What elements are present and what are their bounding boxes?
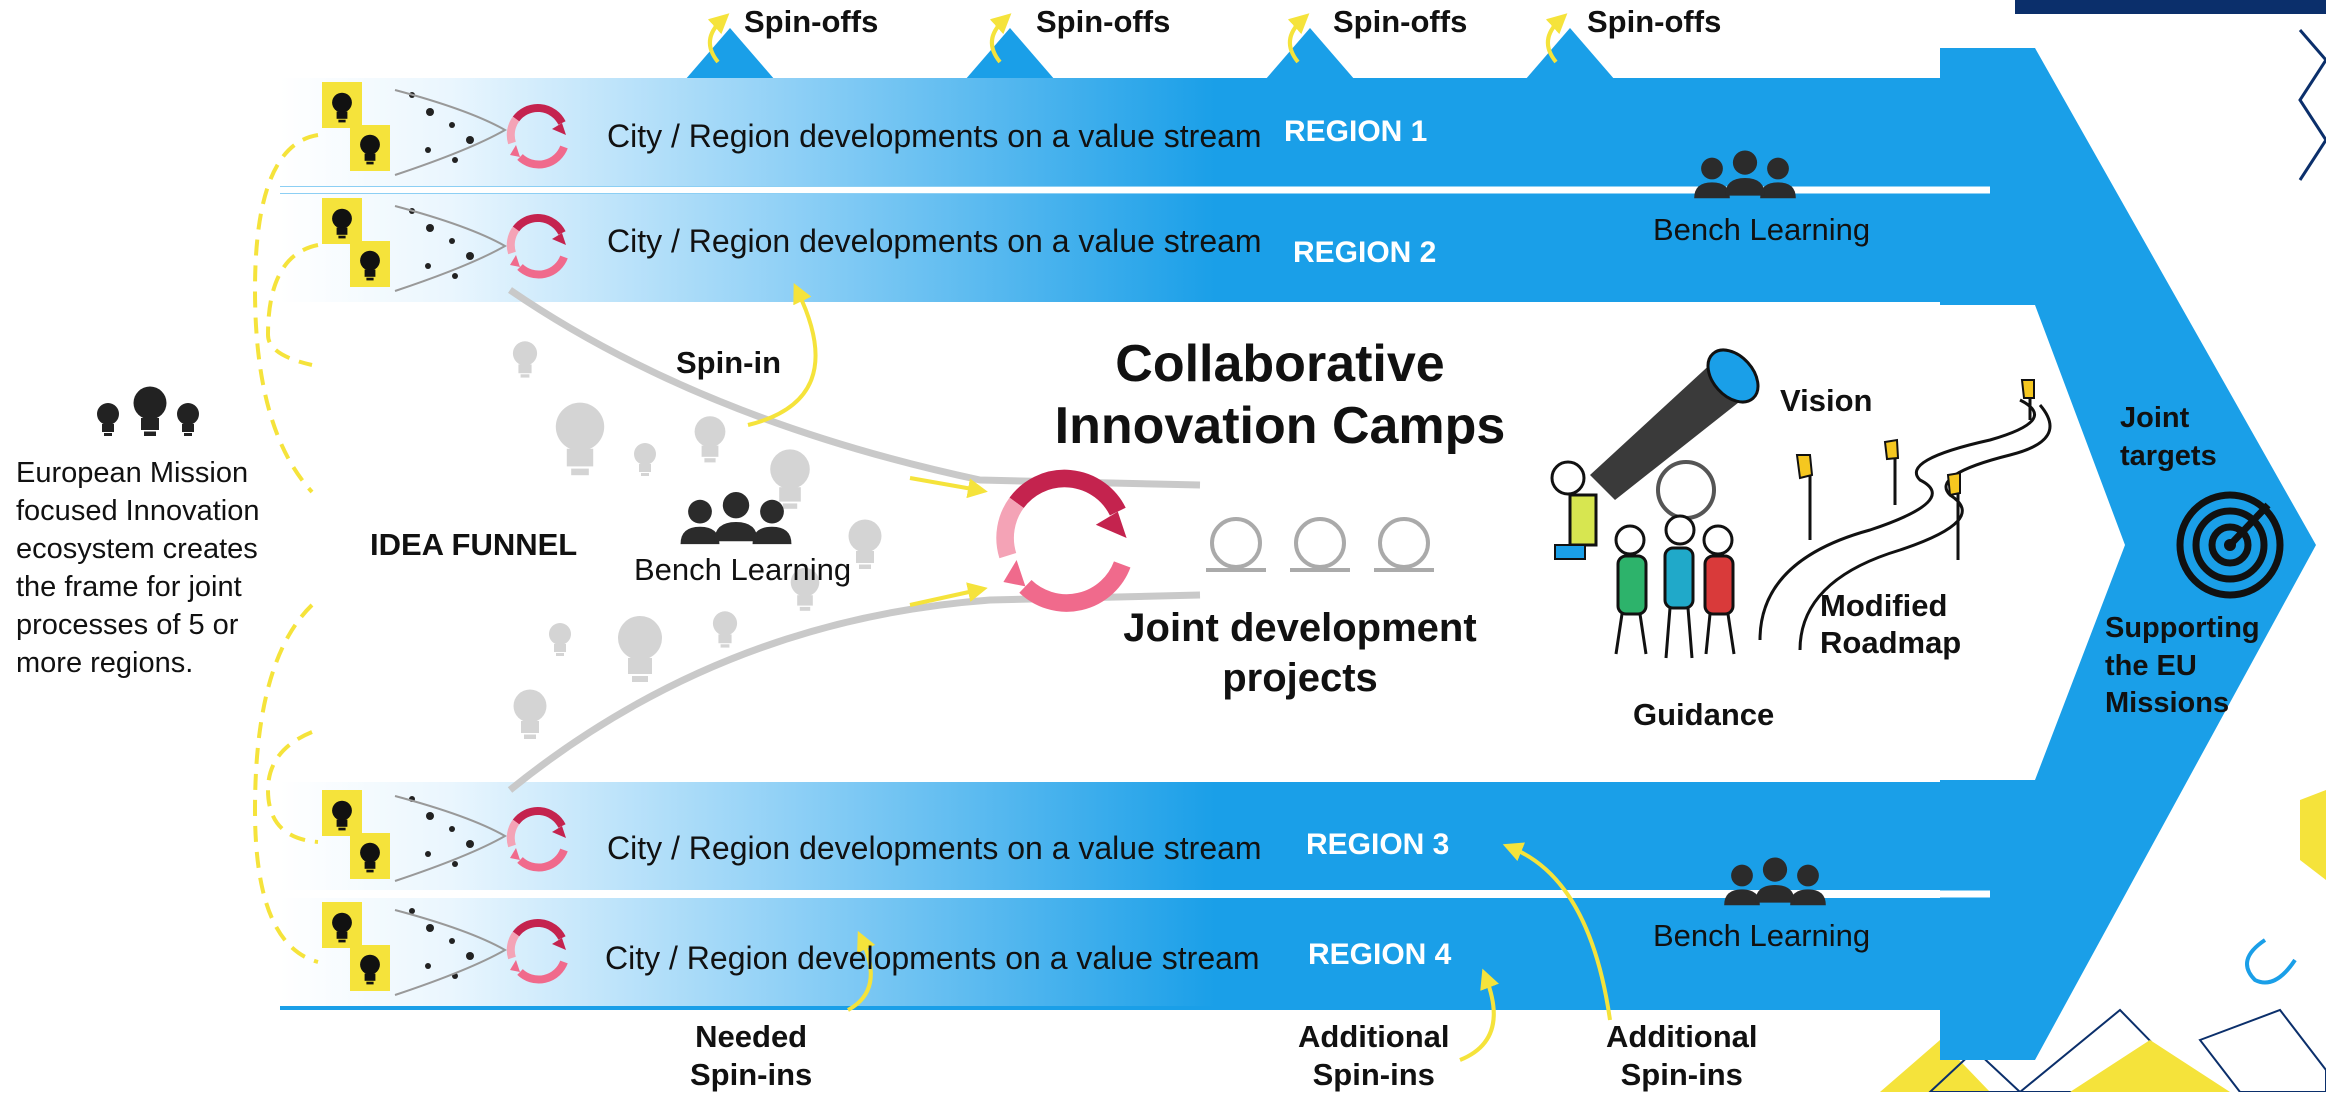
- stream-text-region-2: City / Region developments on a value st…: [607, 223, 1262, 259]
- bench-learning-label-middle: Bench Learning: [634, 552, 852, 587]
- intro-line: European Mission: [16, 457, 249, 489]
- supporting-line: Missions: [2105, 687, 2230, 720]
- spinoff-label-3: Spin-offs: [1333, 4, 1468, 39]
- stream-text-region-4: City / Region developments on a value st…: [605, 940, 1260, 976]
- spinoff-label-2: Spin-offs: [1036, 4, 1171, 39]
- spinoff-label-1: Spin-offs: [744, 4, 879, 39]
- supporting-missions-label: Supporting the EU Missions: [2105, 610, 2260, 723]
- roadmap-line: Modified: [1820, 588, 1948, 623]
- bench-learning-label-top: Bench Learning: [1653, 212, 1871, 247]
- stream-text-region-1: City / Region developments on a value st…: [607, 118, 1262, 154]
- stream-text-region-3: City / Region developments on a value st…: [607, 830, 1262, 866]
- ideas-icon: [97, 386, 199, 436]
- needed-line: Spin-ins: [690, 1056, 813, 1092]
- targets-line: Joint: [2120, 402, 2190, 434]
- bench-learning-label-bottom: Bench Learning: [1653, 918, 1871, 953]
- camps-title: Collaborative Innovation Camps: [980, 333, 1580, 458]
- guidance-illustration: [1550, 348, 1760, 659]
- intro-text: European Mission focused Innovation ecos…: [16, 455, 259, 683]
- joint-targets-label: Joint targets: [2120, 400, 2217, 475]
- additional-spinins-label-1: Additional Spin-ins: [1298, 1018, 1450, 1094]
- supporting-line: the EU: [2105, 649, 2197, 682]
- additional-line: Spin-ins: [1312, 1056, 1435, 1092]
- region-3-label: REGION 3: [1306, 828, 1450, 861]
- additional-line: Additional: [1606, 1019, 1758, 1054]
- roadmap-line: Roadmap: [1820, 625, 1962, 661]
- target-icon: [2176, 491, 2284, 599]
- joint-dev-line: projects: [1222, 656, 1378, 700]
- stream-icons: [322, 82, 390, 991]
- needed-line: Needed: [695, 1019, 808, 1054]
- intro-line: focused Innovation: [16, 494, 260, 527]
- spin-in-label: Spin-in: [676, 345, 782, 380]
- region-1-label: REGION 1: [1284, 115, 1428, 148]
- additional-line: Additional: [1298, 1019, 1450, 1054]
- camps-title-line: Collaborative: [1115, 335, 1445, 393]
- targets-line: targets: [2120, 439, 2217, 472]
- modified-roadmap-label: Modified Roadmap: [1820, 587, 1961, 661]
- additional-line: Spin-ins: [1620, 1056, 1743, 1092]
- intro-line: processes of 5 or: [16, 608, 239, 641]
- guidance-label: Guidance: [1633, 697, 1775, 732]
- intro-line: ecosystem creates: [16, 532, 258, 565]
- spinoff-label-4: Spin-offs: [1587, 4, 1722, 39]
- joint-dev-line: Joint development: [1123, 606, 1477, 650]
- vision-label: Vision: [1780, 383, 1873, 418]
- supporting-line: Supporting: [2105, 612, 2260, 644]
- region-2-label: REGION 2: [1293, 236, 1437, 269]
- roadmap-illustration: [1758, 390, 2052, 651]
- region-4-label: REGION 4: [1308, 938, 1452, 971]
- joint-development-label: Joint development projects: [1120, 603, 1480, 703]
- intro-line: the frame for joint: [16, 570, 242, 603]
- camps-title-line: Innovation Camps: [1054, 397, 1506, 456]
- idea-funnel-label: IDEA FUNNEL: [370, 527, 578, 562]
- intro-line: more regions.: [16, 646, 194, 679]
- needed-spinins-label: Needed Spin-ins: [690, 1018, 812, 1094]
- additional-spinins-label-2: Additional Spin-ins: [1606, 1018, 1758, 1094]
